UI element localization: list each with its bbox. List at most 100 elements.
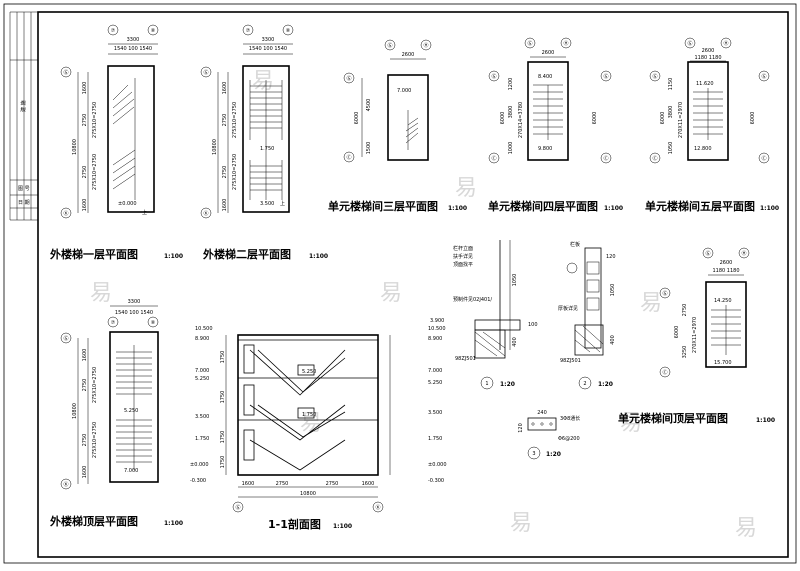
plan-title: 外楼梯二层平面图 — [202, 247, 291, 261]
axis-bubble-left: Ⓒ — [346, 154, 351, 161]
detail-ref: 预制件见02J401/ — [453, 296, 492, 303]
dim-segment: 1050 — [668, 142, 674, 155]
elevation-left: 5.250 — [195, 376, 209, 382]
watermark-mark: 易 — [90, 281, 112, 306]
dim-overall: 6000 — [592, 112, 598, 125]
floor-height: 1750 — [220, 456, 226, 469]
dim-segment: 2750 — [82, 379, 88, 392]
axis-bubble-top: Ⓖ — [527, 40, 532, 47]
dim-overall: 6000 — [354, 112, 360, 125]
dim-segment: 1600 — [362, 481, 375, 487]
elevation-right: ±0.000 — [428, 462, 447, 468]
elevation-right: 7.000 — [428, 368, 442, 374]
detail-bottom-ref: 98ZJ501 — [560, 358, 581, 364]
dim-overall: 10800 — [72, 139, 78, 155]
dim-segment: 2750 — [82, 434, 88, 447]
floor-height: 1750 — [220, 431, 226, 444]
axis-bubble-left: Ⓚ — [63, 210, 68, 217]
axis-bubble-left: Ⓒ — [491, 155, 496, 162]
plan-exterior-stair-1f: ⑦ ⑧ 3300 1540 100 1540 Ⓖ Ⓚ 10800 1600 27… — [49, 24, 183, 261]
axis-bubble-left: Ⓚ — [203, 210, 208, 217]
dim-overall: 10800 — [212, 139, 218, 155]
dim-segment: 2750 — [326, 481, 339, 487]
plan-exterior-stair-2f: ⑦ ⑧ 3300 1540 100 1540 Ⓖ Ⓚ 10800 1600 27… — [200, 24, 328, 261]
elevation-right: 1.750 — [428, 436, 442, 442]
dim-segment: 2750 — [82, 114, 88, 127]
axis-bubble-top: ⑦ — [246, 28, 251, 34]
level-mark: 14.250 — [714, 298, 732, 304]
dim-segment: 3800 — [508, 106, 514, 119]
step-label: 270X11=2970 — [692, 317, 698, 353]
stair-enclosure — [107, 65, 155, 213]
stair-enclosure — [242, 65, 290, 213]
detail-scale: 1:20 — [500, 381, 515, 388]
axis-bubble-bottom: Ⓖ — [235, 504, 240, 511]
axis-bubble-left: Ⓖ — [63, 69, 68, 76]
dim-width-sub: 1540 100 1540 — [115, 310, 153, 316]
dim-segment: 1600 — [82, 349, 88, 362]
detail-note: 3Φ8通长 — [560, 415, 580, 422]
stair-enclosure — [109, 331, 159, 483]
title-block-row-3: 日 期 — [18, 200, 30, 206]
dim-segment: 2750 — [222, 114, 228, 127]
level-mark: 12.800 — [694, 146, 712, 152]
dim-width-sub: 1540 100 1540 — [114, 46, 152, 52]
axis-bubble-top: Ⓗ — [741, 250, 746, 257]
stair-enclosure — [687, 61, 729, 161]
watermark-mark: 易 — [640, 291, 662, 316]
dim-width: 3300 — [128, 299, 141, 305]
detail-mark: 1 — [485, 381, 488, 387]
axis-bubble-left: Ⓒ — [662, 369, 667, 376]
detail-dim: 1050 — [610, 284, 616, 297]
detail-1: 栏杆立面 扶手详见 顶面找平 预制件见02J401/ 3.900 98ZJ501… — [430, 240, 538, 390]
inner-frame — [37, 11, 789, 558]
detail-scale: 1:20 — [598, 381, 613, 388]
stair-enclosure — [387, 74, 429, 161]
dim-width: 2600 — [542, 50, 555, 56]
up-label: 上 — [142, 209, 147, 216]
section-title: 1-1剖面图 — [268, 517, 321, 531]
axis-bubble-left: Ⓖ — [203, 69, 208, 76]
plan-scale: 1:100 — [756, 417, 775, 424]
axis-bubble-right: Ⓒ — [603, 155, 608, 162]
axis-bubble-top: ⑦ — [111, 28, 116, 34]
dim-segment: 1600 — [222, 199, 228, 212]
detail-elevation: 3.900 — [430, 318, 444, 324]
detail-dim: 400 — [610, 335, 616, 345]
step-label: 275X10=2750 — [92, 367, 98, 403]
title-block: 建 施 图 号 日 期 — [9, 11, 38, 221]
dim-width: 3300 — [127, 37, 140, 43]
dim-width: 2600 — [720, 260, 733, 266]
dim-overall: 6000 — [500, 112, 506, 125]
step-label: 275X10=2750 — [92, 422, 98, 458]
title-block-row-1: 建 施 — [20, 100, 27, 112]
dim-overall: 10800 — [300, 491, 316, 497]
floor-height: 1750 — [220, 351, 226, 364]
dim-segment: 3250 — [682, 346, 688, 359]
axis-bubble-left: Ⓖ — [652, 73, 657, 80]
axis-bubble-top: ⑦ — [111, 320, 116, 326]
elevation-right: 5.250 — [428, 380, 442, 386]
axis-bubble-top: ⑧ — [151, 320, 156, 326]
step-label: 270X14=3780 — [518, 102, 524, 138]
elevation-right: -0.300 — [428, 478, 444, 484]
dim-segment: 1000 — [508, 142, 514, 155]
level-mark: ±0.000 — [118, 201, 137, 207]
step-label: 275X10=2750 — [92, 102, 98, 138]
dim-overall: 6000 — [674, 326, 680, 339]
level-mark: 7.000 — [124, 468, 138, 474]
detail-mark: 3 — [532, 451, 535, 457]
plan-unit-stair-4f: Ⓖ Ⓗ 2600 Ⓖ Ⓒ Ⓖ Ⓒ 6000 1200 3800 1000 270… — [488, 37, 623, 213]
watermark-mark: 易 — [300, 411, 322, 436]
dim-width: 2600 — [702, 48, 715, 54]
axis-bubble-top: Ⓗ — [723, 40, 728, 47]
plan-scale: 1:100 — [448, 205, 467, 212]
level-mark: 1.750 — [260, 146, 274, 152]
axis-bubble-top: Ⓖ — [705, 250, 710, 257]
plan-unit-stair-5f: Ⓖ Ⓗ 2600 1180 1180 Ⓖ Ⓒ Ⓖ Ⓒ 6000 1150 380… — [645, 37, 779, 213]
axis-bubble-left: Ⓖ — [662, 290, 667, 297]
dim-segment: 2750 — [682, 304, 688, 317]
axis-bubble-top: ⑧ — [286, 28, 291, 34]
